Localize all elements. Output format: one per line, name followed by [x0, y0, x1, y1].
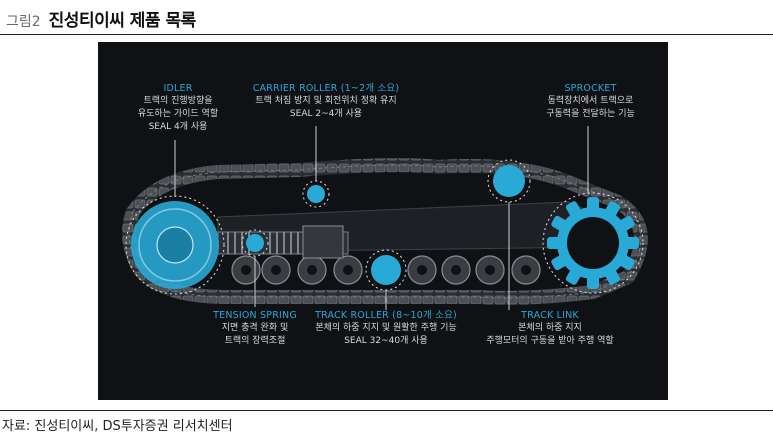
undercarriage-diagram: IDLER 트랙의 진행방향을 유도하는 가이드 역할 SEAL 4개 사용 C…	[98, 42, 668, 400]
sprocket-label: SPROCKET 동력장치에서 트랙으로 구동력을 전달하는 기능	[528, 82, 653, 121]
tension-spring-desc-1: 지면 충격 완화 및	[221, 323, 289, 333]
idler-title: IDLER	[163, 83, 193, 94]
track-roller-desc-1: 본체의 하중 지지 및 원활한 주행 기능	[315, 323, 457, 333]
track-link-desc-2: 주행모터의 구동을 받아 주행 역할	[486, 336, 614, 346]
track-link-marker	[493, 165, 525, 197]
undercarriage-illustration	[122, 126, 648, 310]
track-link-title: TRACK LINK	[521, 310, 579, 321]
idler-desc-2: 유도하는 가이드 역할	[137, 109, 219, 119]
tension-spring-marker	[246, 234, 264, 252]
carrier-roller-desc-1: 트랙 처짐 방지 및 회전위치 정확 유지	[255, 96, 397, 106]
figure-number: 그림2	[6, 14, 41, 30]
sprocket-title: SPROCKET	[564, 83, 617, 94]
track-link-desc-1: 본체의 하중 지지	[518, 323, 582, 333]
track-roller-label: TRACK ROLLER (8~10개 소요) 본체의 하중 지지 및 원활한 …	[306, 309, 466, 348]
bottom-rule	[0, 410, 773, 411]
sprocket-desc-2: 구동력을 전달하는 기능	[546, 109, 635, 119]
track-link-label: TRACK LINK 본체의 하중 지지 주행모터의 구동을 받아 주행 역할	[470, 309, 630, 348]
sprocket-desc-1: 동력장치에서 트랙으로	[547, 96, 634, 106]
track-roller-title: TRACK ROLLER (8~10개 소요)	[315, 310, 457, 321]
idler-desc-3: SEAL 4개 사용	[148, 122, 208, 132]
track-roller-marker	[371, 255, 401, 285]
tension-spring-desc-2: 트랙의 장력조절	[224, 336, 286, 346]
top-rule	[0, 34, 773, 35]
tension-spring-title: TENSION SPRING	[213, 310, 297, 321]
idler-desc-1: 트랙의 진행방향을	[143, 96, 213, 106]
figure-title: 진성티이씨 제품 목록	[48, 11, 197, 31]
sprocket-wheel	[542, 192, 644, 294]
carrier-roller-label: CARRIER ROLLER (1~2개 소요) 트랙 처짐 방지 및 회전위치…	[241, 82, 411, 121]
carrier-roller-desc-2: SEAL 2~4개 사용	[289, 109, 363, 119]
track-roller-desc-2: SEAL 32~40개 사용	[344, 336, 428, 346]
source-note: 자료: 진성티이씨, DS투자증권 리서치센터	[2, 419, 233, 434]
carrier-roller-marker	[307, 185, 325, 203]
carrier-roller-title: CARRIER ROLLER (1~2개 소요)	[252, 83, 400, 94]
idler-label: IDLER 트랙의 진행방향을 유도하는 가이드 역할 SEAL 4개 사용	[123, 82, 233, 134]
tension-spring-label: TENSION SPRING 지면 충격 완화 및 트랙의 장력조절	[198, 309, 312, 348]
figure-header: 그림2 진성티이씨 제품 목록	[6, 6, 197, 31]
